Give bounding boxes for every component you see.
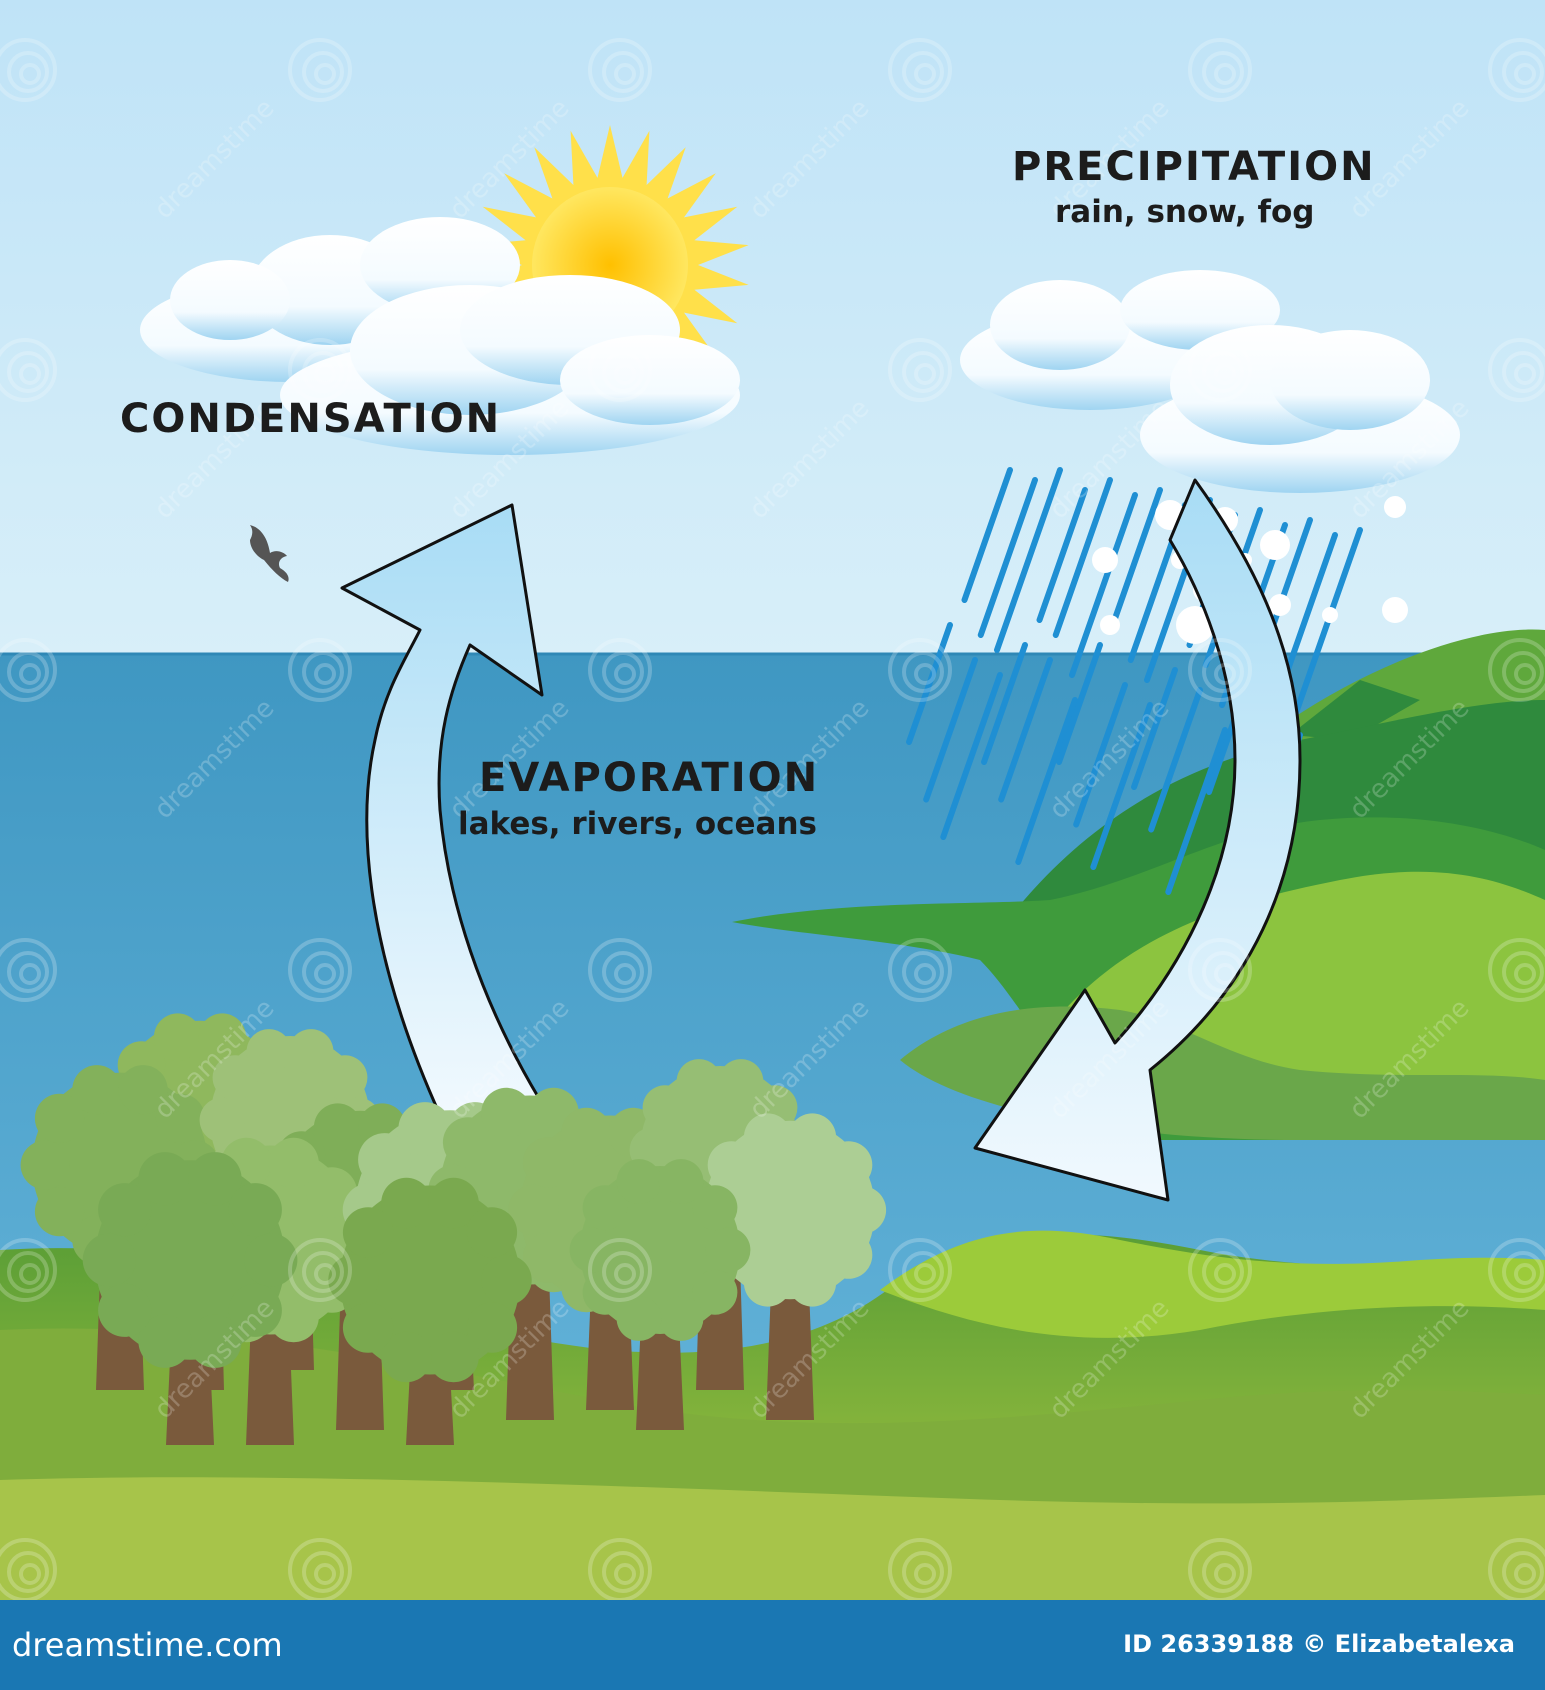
evaporation-title: EVAPORATION xyxy=(479,755,819,801)
footer-credit: ID 26339188 © Elizabetalexa xyxy=(1123,1630,1515,1658)
precipitation-title: PRECIPITATION xyxy=(1012,144,1376,190)
footer-bar: dreamstime.com ID 26339188 © Elizabetale… xyxy=(0,1600,1545,1690)
condensation-title: CONDENSATION xyxy=(120,396,501,442)
evaporation-subtitle: lakes, rivers, oceans xyxy=(458,806,817,842)
footer-brand[interactable]: dreamstime.com xyxy=(12,1626,283,1664)
precipitation-subtitle: rain, snow, fog xyxy=(1055,194,1315,230)
